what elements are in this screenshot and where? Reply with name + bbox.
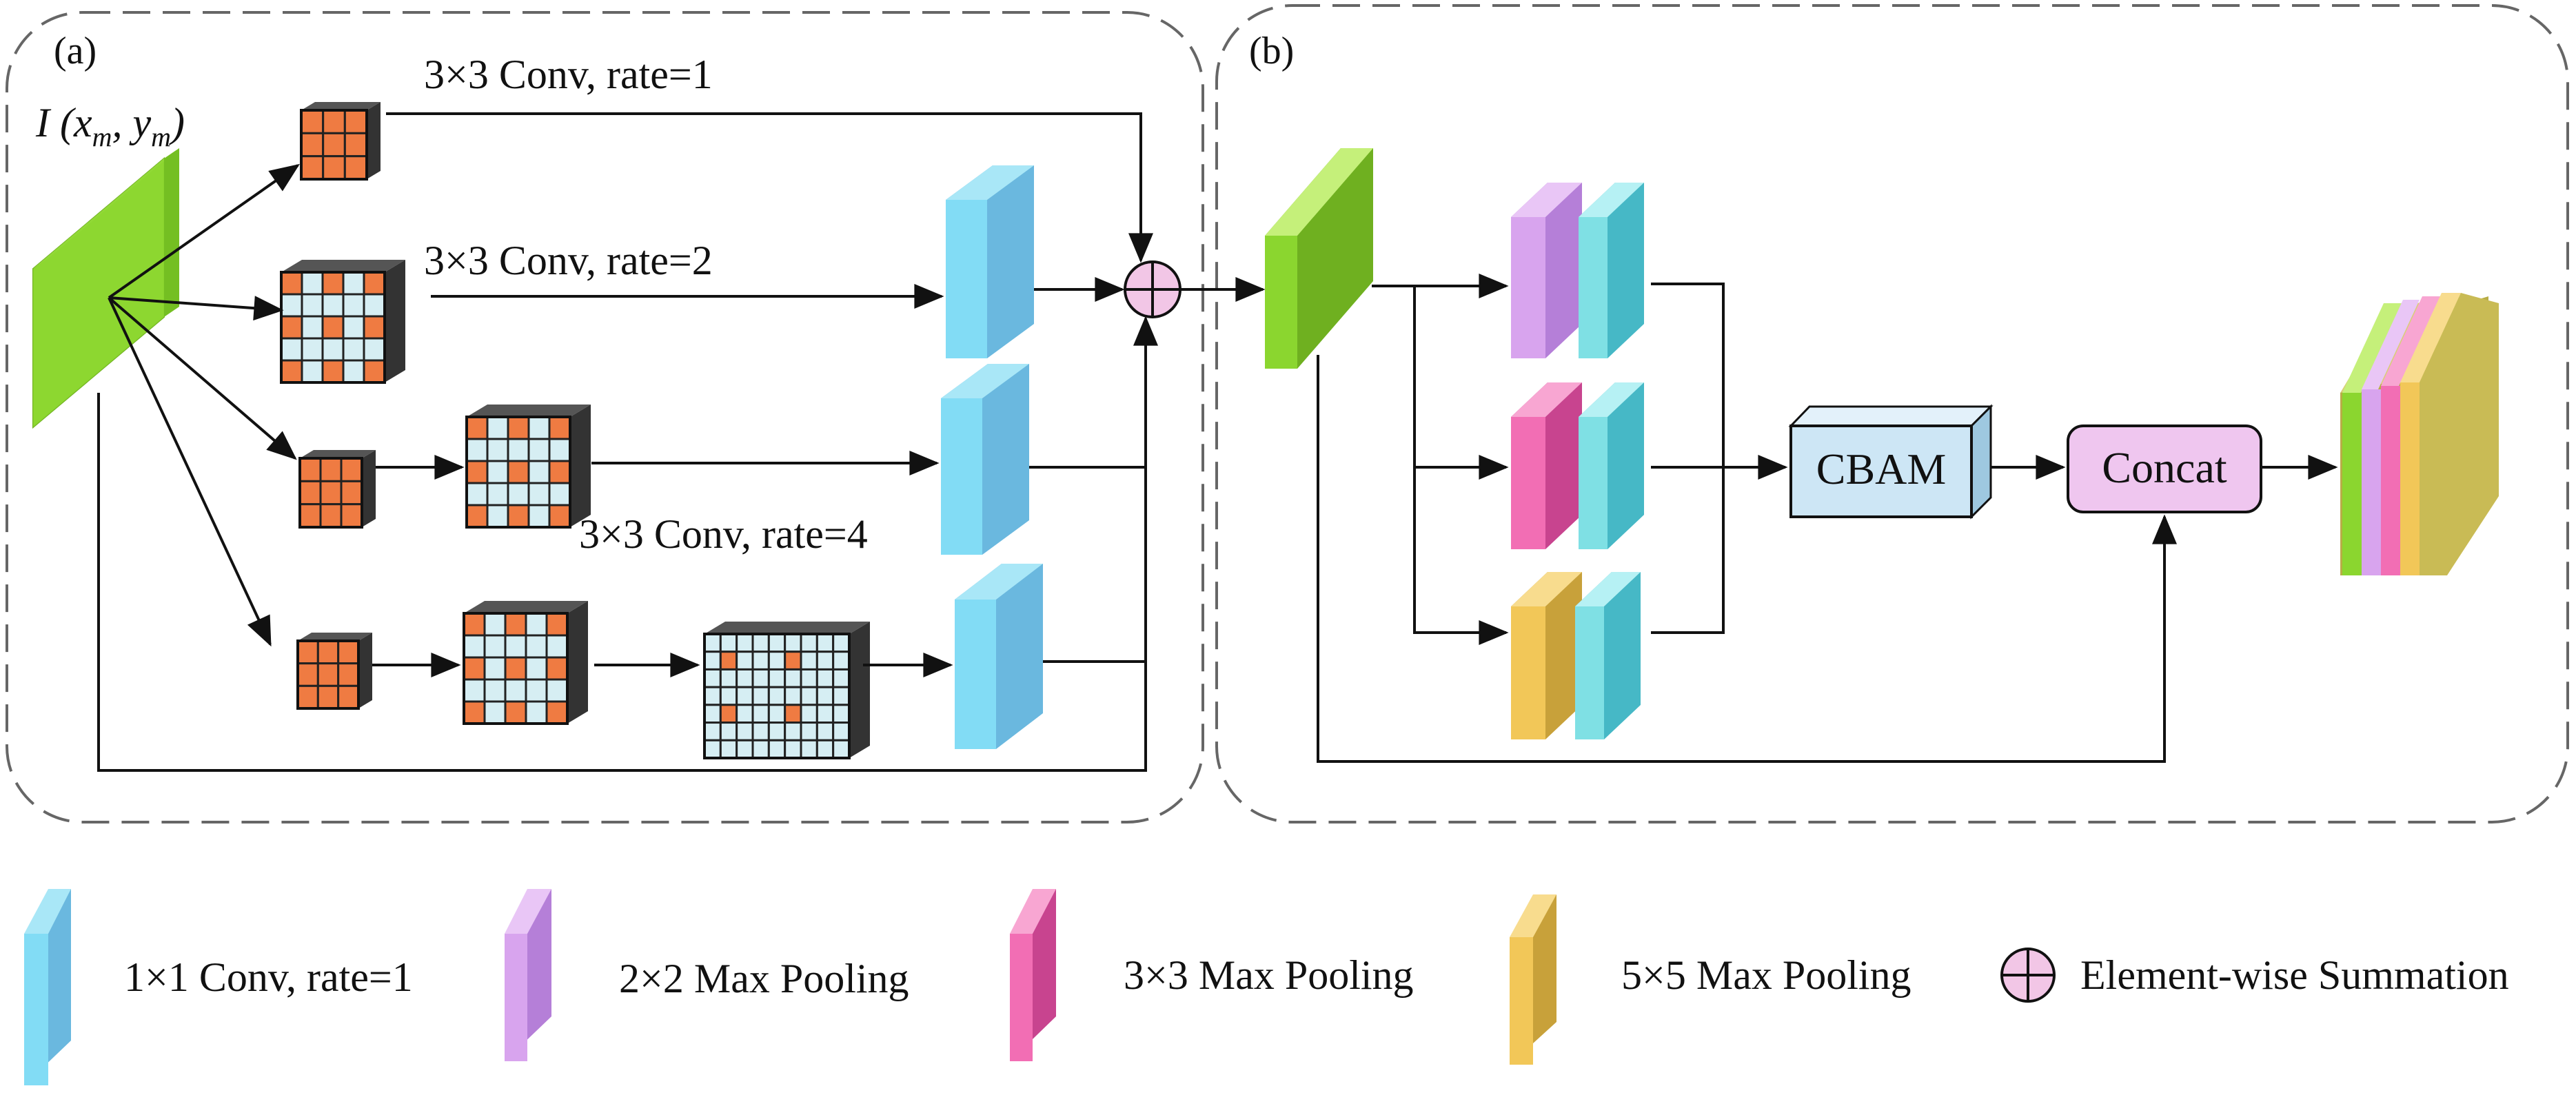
- panel-a-connectors: [97, 112, 1266, 772]
- conv1x1-block-branch4: [955, 564, 1043, 749]
- svg-text:Concat: Concat: [2102, 443, 2227, 492]
- kernel-dilated-branch3: [465, 405, 591, 529]
- branch2-label: 3×3 Conv, rate=2: [424, 238, 713, 283]
- legend-pool3x3-label: 3×3 Max Pooling: [1124, 952, 1414, 998]
- legend-pool2x2-swatch: [505, 889, 551, 1061]
- input-label: I (xm, ym): [35, 100, 185, 152]
- kernel-3x3-branch1: [300, 102, 381, 181]
- branch3-label: 3×3 Conv, rate=4: [579, 511, 868, 557]
- legend-pool5x5-swatch: [1510, 894, 1556, 1065]
- conv1x1-block-branch3: [941, 364, 1029, 555]
- panel-b-connectors: [1317, 274, 2338, 763]
- kernel-rate4-branch4: [703, 622, 870, 759]
- legend-conv1x1-label: 1×1 Conv, rate=1: [124, 954, 413, 1000]
- kernel-dilated-branch4: [463, 601, 588, 725]
- legend-pool5x5-label: 5×5 Max Pooling: [1621, 952, 1911, 998]
- input-feature-map: [32, 148, 179, 429]
- conv1x1-block-branch2: [946, 165, 1034, 358]
- sum-node: [1124, 260, 1181, 318]
- output-stacked-block: [2340, 293, 2499, 575]
- pool-5x5-block: [1511, 572, 1641, 739]
- panel-a-label: (a): [54, 30, 97, 72]
- legend-sum-icon: [2000, 948, 2056, 1003]
- cbam-module: CBAM: [1788, 404, 1994, 520]
- panel-a-frame: [6, 11, 1204, 823]
- legend-sum-label: Element-wise Summation: [2080, 952, 2509, 998]
- panel-b-input-block: [1265, 148, 1373, 369]
- concat-module: Concat: [2067, 424, 2262, 513]
- legend-conv1x1-swatch: [24, 889, 71, 1085]
- svg-text:CBAM: CBAM: [1816, 444, 1947, 493]
- legend-pool3x3-swatch: [1010, 889, 1056, 1061]
- kernel-3x3-branch3: [298, 450, 376, 529]
- branch1-label: 3×3 Conv, rate=1: [424, 52, 713, 97]
- panel-b-label: (b): [1249, 30, 1294, 72]
- kernel-dilated-rate2: [280, 260, 405, 384]
- panel-b-frame: [1215, 4, 2569, 823]
- legend: 1×1 Conv, rate=1 2×2 Max Pooling 3×3 Max…: [24, 889, 2509, 1085]
- kernel-3x3-branch4: [296, 633, 372, 710]
- pool-3x3-block: [1511, 382, 1644, 549]
- pool-2x2-block: [1511, 183, 1644, 358]
- legend-pool2x2-label: 2×2 Max Pooling: [619, 956, 909, 1001]
